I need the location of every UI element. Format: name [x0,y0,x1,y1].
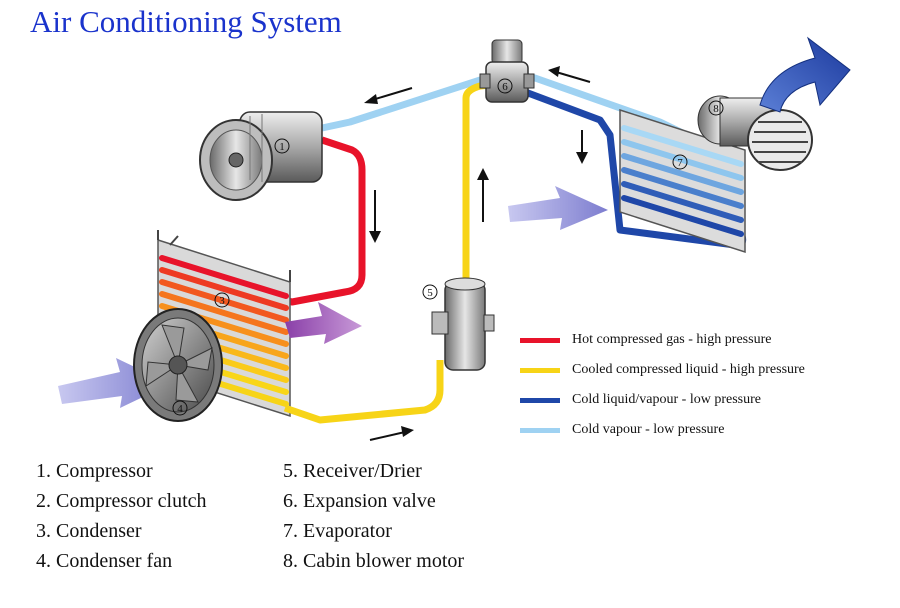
ac-system-diagram: 1 3 4 5 6 7 8 [58,36,851,441]
flow-arrow-vapour-to-compressor [364,87,413,104]
parts-list-right: 5. Receiver/Drier 6. Expansion valve 7. … [283,456,464,576]
legend-swatch-hot-gas [520,337,560,343]
condenser-air-out-arrow [285,302,362,344]
legend-swatch-cooled-liquid [520,367,560,373]
part-item: 8. Cabin blower motor [283,550,465,572]
marker-compressor-label: 1 [279,141,285,153]
part-item: 5. Receiver/Drier [283,460,422,482]
legend: Hot compressed gas - high pressure Coole… [520,325,805,445]
legend-label: Cold vapour - low pressure [572,422,725,437]
part-item: 4. Condenser fan [36,550,173,572]
legend-label: Hot compressed gas - high pressure [572,332,772,347]
hot-gas-line [249,136,366,306]
marker-blower-motor: 8 [708,100,724,116]
flow-arrow-evap-to-valve [548,66,591,83]
marker-evaporator: 7 [672,154,688,170]
legend-swatch-cold-vapour [520,427,560,433]
compressor [199,111,323,201]
marker-condenser-label: 3 [219,295,225,307]
marker-condenser-fan-label: 4 [177,403,183,415]
marker-receiver-drier-label: 5 [427,287,433,299]
parts-list-left: 1. Compressor 2. Compressor clutch 3. Co… [36,456,207,576]
part-item: 3. Condenser [36,520,142,542]
marker-compressor: 1 [274,138,290,154]
legend-item: Cold vapour - low pressure [520,415,805,445]
marker-receiver-drier: 5 [422,284,438,300]
legend-item: Cooled compressed liquid - high pressure [520,355,805,385]
evaporator-air-in-arrow [508,186,608,230]
receiver-drier [431,277,495,371]
flow-arrow-liquid-right [369,426,414,441]
legend-label: Cooled compressed liquid - high pressure [572,362,805,377]
flow-arrow-liquid-up [477,168,489,222]
cabin-blower-motor [697,95,813,171]
marker-evaporator-label: 7 [677,157,683,169]
legend-label: Cold liquid/vapour - low pressure [572,392,761,407]
marker-expansion-valve: 6 [497,78,513,94]
cabin-air-out-arrow [759,36,851,113]
marker-condenser-fan: 4 [172,400,188,416]
part-item: 7. Evaporator [283,520,392,542]
legend-swatch-cold-liquid [520,397,560,403]
marker-blower-motor-label: 8 [713,103,719,115]
legend-item: Cold liquid/vapour - low pressure [520,385,805,415]
part-item: 6. Expansion valve [283,490,436,512]
marker-condenser: 3 [214,292,230,308]
expansion-valve [479,39,535,103]
part-item: 1. Compressor [36,460,153,482]
page-title: Air Conditioning System [30,4,342,39]
evaporator [619,108,746,254]
part-item: 2. Compressor clutch [36,490,207,512]
legend-item: Hot compressed gas - high pressure [520,325,805,355]
condenser-fan [133,308,223,422]
flow-arrow-valve-to-evap [576,130,588,164]
marker-expansion-valve-label: 6 [502,81,508,93]
flow-arrow-hot-gas-down [369,190,381,243]
